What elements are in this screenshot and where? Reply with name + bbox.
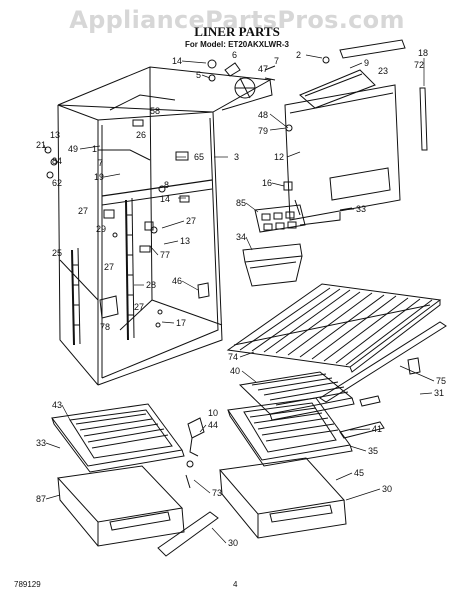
storage-bin bbox=[242, 243, 303, 287]
right-crisper-pan bbox=[219, 457, 347, 539]
callout-43: 43 bbox=[52, 400, 62, 410]
callout-79: 79 bbox=[258, 126, 268, 136]
callout-3: 3 bbox=[234, 152, 239, 162]
callout-12: 12 bbox=[274, 152, 284, 162]
callout-28: 28 bbox=[146, 280, 156, 290]
callout-27a: 27 bbox=[186, 216, 196, 226]
callout-73: 73 bbox=[212, 488, 222, 498]
callout-77: 77 bbox=[160, 250, 170, 260]
callout-26: 27 bbox=[78, 206, 88, 216]
callout-65: 65 bbox=[194, 152, 204, 162]
callout-44: 44 bbox=[208, 420, 218, 430]
callout-13b: 13 bbox=[180, 236, 190, 246]
callout-39: 35 bbox=[368, 446, 378, 456]
callout-10: 10 bbox=[208, 408, 218, 418]
callout-27c: 27 bbox=[134, 302, 144, 312]
callout-labels: 14 5 6 47 7 2 9 18 72 23 48 79 12 16 33 … bbox=[36, 48, 446, 548]
callout-7: 7 bbox=[274, 56, 279, 66]
diagram-title: LINER PARTS bbox=[194, 24, 280, 39]
callout-34: 33 bbox=[36, 438, 46, 448]
callout-23: 23 bbox=[378, 66, 388, 76]
left-crisper-pan bbox=[56, 465, 185, 547]
ice-tray bbox=[254, 204, 306, 233]
callout-45: 45 bbox=[354, 468, 364, 478]
callout-24: 25 bbox=[52, 248, 62, 258]
callout-17: 17 bbox=[176, 318, 186, 328]
callout-49: 49 bbox=[68, 144, 78, 154]
callout-15: 14 bbox=[172, 56, 182, 66]
divider-post bbox=[185, 417, 205, 489]
callout-47: 47 bbox=[258, 64, 268, 74]
callout-27b: 27 bbox=[104, 262, 114, 272]
callout-78: 78 bbox=[100, 322, 110, 332]
callout-2: 2 bbox=[296, 50, 301, 60]
callout-25: 26 bbox=[136, 130, 146, 140]
callout-87: 87 bbox=[36, 494, 46, 504]
watermark: AppliancePartsPros.com bbox=[69, 6, 405, 34]
side-trim bbox=[407, 357, 421, 375]
callout-14: 14 bbox=[160, 194, 170, 204]
callout-41: 41 bbox=[372, 424, 382, 434]
callout-85: 85 bbox=[236, 198, 246, 208]
callout-48: 48 bbox=[258, 110, 268, 120]
callout-4: 7 bbox=[98, 158, 103, 168]
callout-9: 9 bbox=[364, 58, 369, 68]
cabinet-hardware bbox=[44, 119, 210, 328]
callout-16: 16 bbox=[262, 178, 272, 188]
callout-29: 29 bbox=[96, 224, 106, 234]
shelf-trim bbox=[319, 321, 447, 403]
left-crisper-frame bbox=[51, 403, 185, 473]
callout-21: 21 bbox=[36, 140, 46, 150]
callout-19: 19 bbox=[94, 172, 104, 182]
callout-18: 18 bbox=[418, 48, 428, 58]
leader-lines bbox=[43, 54, 435, 544]
model-number: For Model: ET20AKXLWR-3 bbox=[184, 40, 289, 49]
callout-33: 33 bbox=[356, 204, 366, 214]
crisper-cover bbox=[238, 371, 381, 421]
callout-8: 8 bbox=[164, 180, 169, 190]
callout-62: 62 bbox=[52, 178, 62, 188]
left-trim-strip bbox=[157, 511, 219, 557]
callout-75: 75 bbox=[436, 376, 446, 386]
right-crisper-frame bbox=[227, 397, 353, 467]
callout-58: 58 bbox=[150, 106, 160, 116]
liner-cabinet bbox=[57, 66, 273, 386]
callout-13a: 13 bbox=[50, 130, 60, 140]
callout-30b: 30 bbox=[228, 538, 238, 548]
callout-74: 74 bbox=[228, 352, 238, 362]
callout-46: 46 bbox=[172, 276, 182, 286]
evaporator-cover bbox=[284, 39, 428, 226]
callout-84: 84 bbox=[52, 156, 62, 166]
callout-1: 1 bbox=[92, 144, 97, 154]
callout-30a: 30 bbox=[382, 484, 392, 494]
callout-72: 72 bbox=[414, 60, 424, 70]
diagram-code: 789129 bbox=[14, 580, 41, 589]
callout-5: 5 bbox=[196, 70, 201, 80]
callout-31: 31 bbox=[434, 388, 444, 398]
page-number: 4 bbox=[233, 580, 238, 589]
right-trim-strip bbox=[339, 421, 385, 439]
wire-shelf bbox=[226, 283, 442, 373]
callout-35: 34 bbox=[236, 232, 246, 242]
callout-6: 6 bbox=[232, 50, 237, 60]
callout-40: 40 bbox=[230, 366, 240, 376]
